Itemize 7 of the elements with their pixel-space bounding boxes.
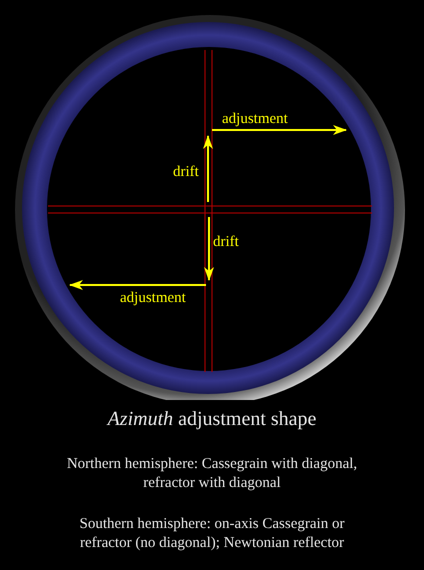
arrow-label: adjustment: [120, 290, 186, 307]
caption: Azimuth adjustment shape: [108, 408, 316, 431]
note-text: Southern hemisphere: on-axis Cassegrain or refractor (no diagonal); Newtonian reflector: [78, 515, 346, 553]
arrow-label: adjustment: [222, 111, 288, 128]
arrow-label: drift: [173, 164, 199, 181]
note-text: Northern hemisphere: Cassegrain with diagonal, refractor with diagonal: [66, 455, 358, 493]
arrow-label: drift: [213, 234, 239, 251]
